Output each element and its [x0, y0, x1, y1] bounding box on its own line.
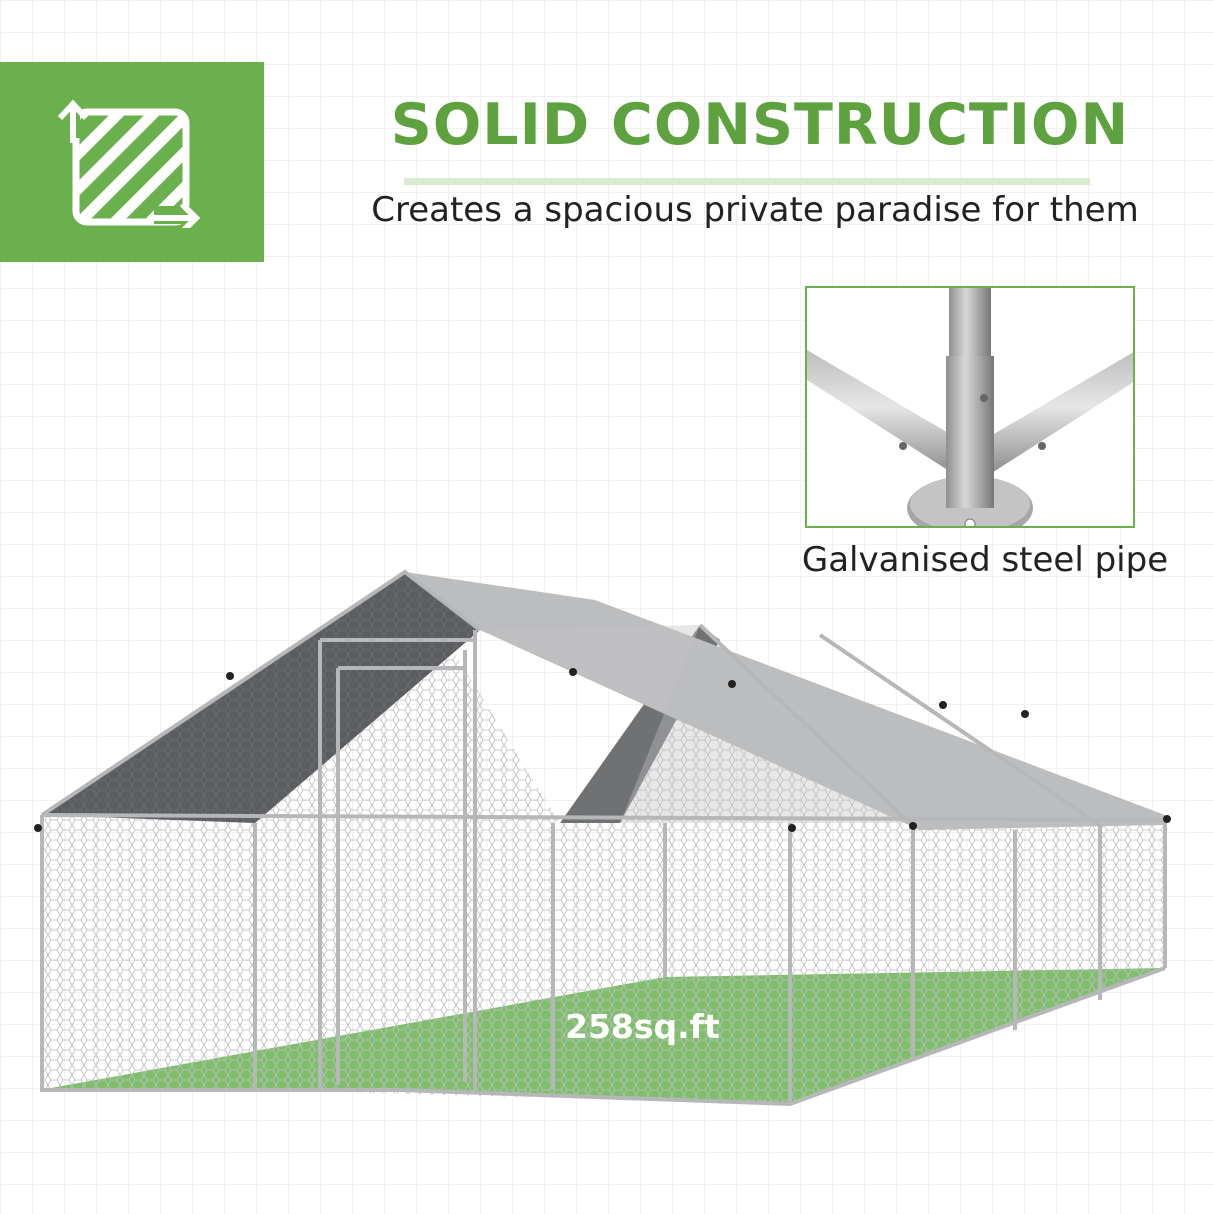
headline-divider — [404, 178, 1090, 185]
headline-subtitle: Creates a spacious private paradise for … — [371, 190, 1139, 230]
floor-area-label: 258sq.ft — [565, 1007, 720, 1046]
headline-title: SOLID CONSTRUCTION — [390, 92, 1130, 158]
feature-badge — [0, 62, 264, 262]
resize-diagonal-stripes-icon — [57, 98, 204, 228]
steel-pipe-detail-image — [805, 286, 1135, 528]
inset-caption: Galvanised steel pipe — [801, 540, 1169, 580]
